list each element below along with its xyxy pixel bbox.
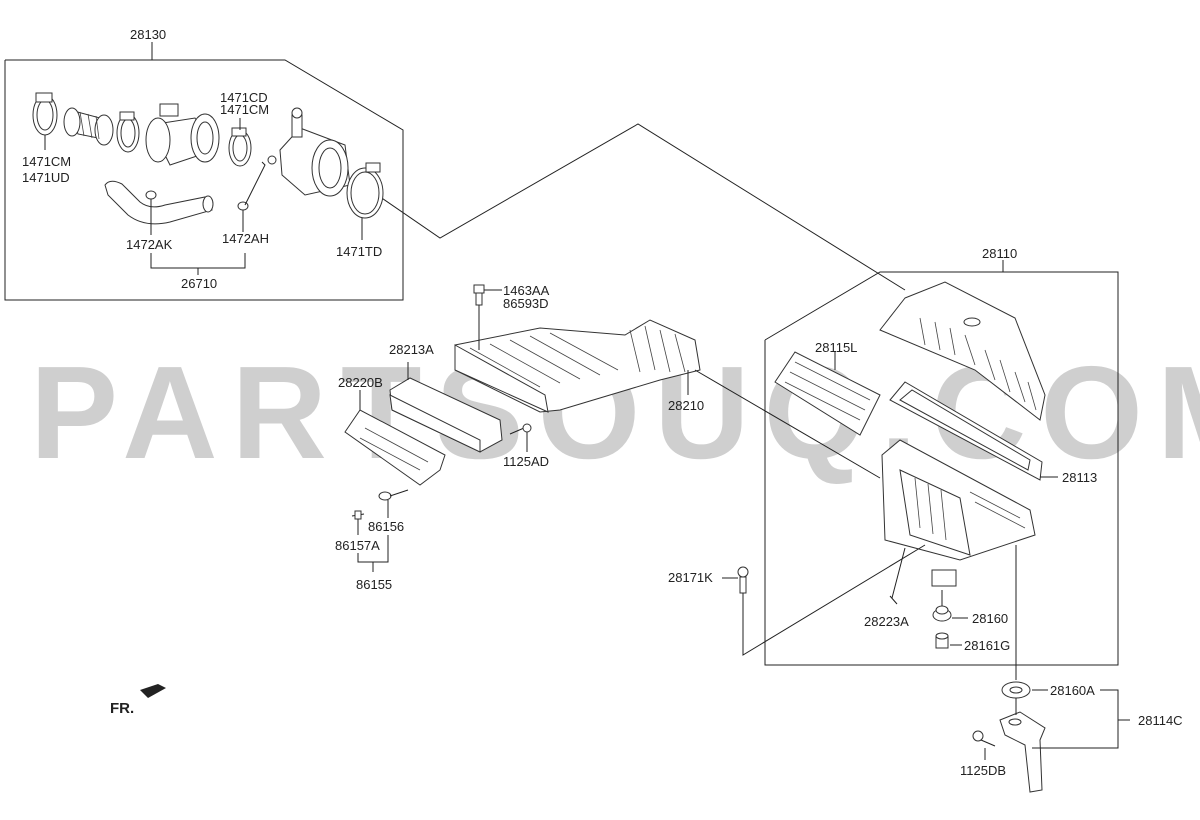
front-orientation-indicator: FR. (110, 684, 166, 717)
label-28220B: 28220B (338, 375, 383, 390)
label-1471UD: 1471UD (22, 170, 70, 185)
air-cleaner-case-part[interactable] (881, 439, 1036, 599)
label-86156: 86156 (368, 519, 404, 534)
hose-clamp-part[interactable] (228, 118, 252, 167)
intake-bellows-part[interactable] (63, 107, 114, 146)
grommet-part[interactable] (378, 489, 409, 518)
hose-clamp-part[interactable] (32, 92, 58, 150)
air-filter-element-part[interactable] (774, 351, 881, 436)
label-1471CD: 1471CD (220, 90, 268, 105)
label-1125AD: 1125AD (503, 454, 549, 469)
label-28115L: 28115L (815, 340, 857, 355)
label-1472AK: 1472AK (126, 237, 173, 252)
air-cleaner-cover-part[interactable] (879, 281, 1046, 421)
label-28213A: 28213A (389, 342, 434, 357)
air-intake-duct-part[interactable] (454, 319, 701, 413)
label-1472AH: 1472AH (222, 231, 269, 246)
clip-part[interactable] (473, 284, 502, 350)
label-28130: 28130 (130, 27, 166, 42)
label-1471CM: 1471CM (22, 154, 71, 169)
group-box-28130 (4, 42, 906, 301)
bolt-part[interactable] (509, 423, 532, 452)
label-1471TD: 1471TD (336, 244, 382, 259)
leader-line (889, 595, 898, 605)
label-28160: 28160 (972, 611, 1008, 626)
resonator-part[interactable] (344, 362, 503, 486)
label-28113: 28113 (1062, 470, 1097, 485)
breather-hose-part[interactable] (104, 161, 266, 275)
intake-adapter-part[interactable] (145, 103, 220, 166)
front-label: FR. (110, 700, 134, 717)
arrow-icon (140, 684, 166, 698)
label-28161G: 28161G (964, 638, 1010, 653)
label-86157A: 86157A (335, 538, 380, 553)
label-28171K: 28171K (668, 570, 713, 585)
air-flow-housing-part[interactable] (267, 107, 351, 197)
label-86593D: 86593D (503, 296, 549, 311)
label-86155: 86155 (356, 577, 392, 592)
label-28110: 28110 (982, 246, 1017, 261)
label-28114C: 28114C (1138, 713, 1183, 728)
label-1125DB: 1125DB (960, 763, 1006, 778)
label-1471CM-top: 1471CM (220, 102, 269, 117)
label-26710: 26710 (181, 276, 217, 291)
label-28210: 28210 (668, 398, 704, 413)
mounting-bracket-part[interactable] (999, 681, 1130, 793)
group-box-28110 (694, 260, 1119, 666)
hose-clamp-part[interactable] (116, 111, 140, 153)
filter-frame-part[interactable] (889, 381, 1058, 481)
bolt-part[interactable] (972, 730, 996, 760)
collar-part[interactable] (935, 632, 962, 649)
label-28160A: 28160A (1050, 683, 1095, 698)
grommet-part[interactable] (932, 590, 968, 622)
label-1463AA: 1463AA (503, 283, 550, 298)
large-clamp-part[interactable] (346, 162, 384, 240)
bolt-part[interactable] (722, 544, 926, 656)
label-28223A: 28223A (864, 614, 909, 629)
pin-part[interactable] (351, 510, 389, 572)
